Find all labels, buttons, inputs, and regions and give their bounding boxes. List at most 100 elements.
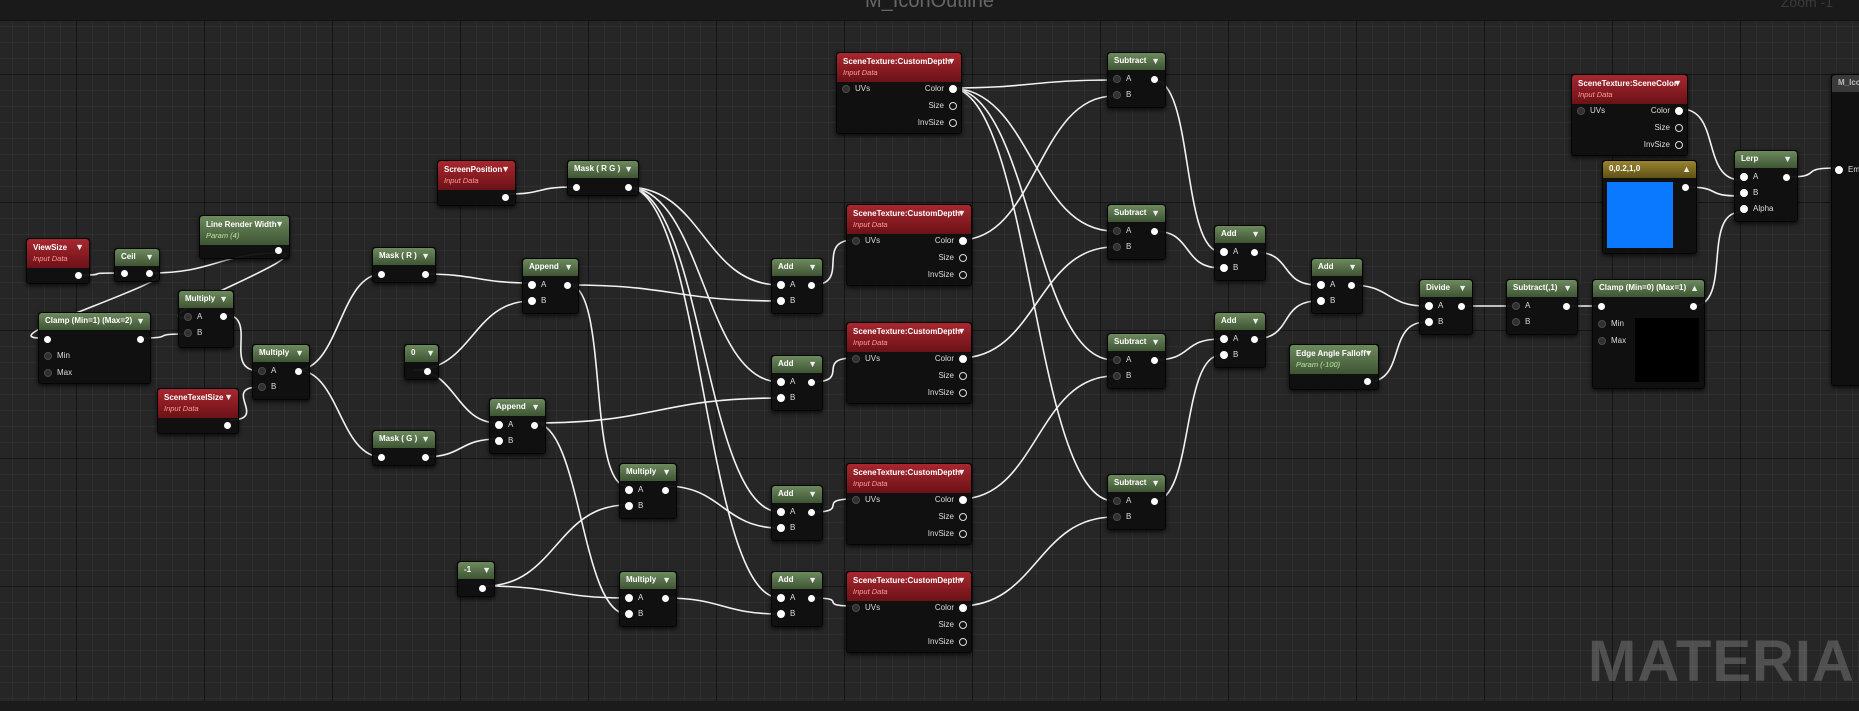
collapse-chevron-icon[interactable]: ▼ <box>564 262 573 272</box>
pin-a[interactable]: A <box>1739 172 1758 181</box>
lerp-node[interactable]: Lerp▼ A B Alpha <box>1734 150 1798 222</box>
collapse-chevron-icon[interactable]: ▼ <box>219 294 228 304</box>
pin-a[interactable]: A <box>1219 334 1238 343</box>
output-pin[interactable] <box>625 184 632 191</box>
pin-uvs[interactable]: UVs <box>851 603 880 612</box>
collapse-chevron-icon[interactable]: ▼ <box>957 326 966 336</box>
pin-color[interactable]: Color <box>935 354 968 363</box>
pin-a[interactable]: A <box>257 366 276 375</box>
pin-uvs[interactable]: UVs <box>851 236 880 245</box>
output-pin[interactable] <box>1690 303 1697 310</box>
constant-minus-one-node[interactable]: -1▼ <box>457 561 495 597</box>
output-pin[interactable] <box>479 585 486 592</box>
collapse-chevron-icon[interactable]: ▼ <box>957 575 966 585</box>
pin-color[interactable]: Color <box>935 603 968 612</box>
vector-constant-node[interactable]: 0,0.2,1,0▲ <box>1602 160 1697 254</box>
collapse-chevron-icon[interactable]: ▼ <box>1364 348 1373 358</box>
output-pin[interactable] <box>808 379 815 386</box>
collapse-chevron-icon[interactable]: ▲ <box>1690 283 1699 293</box>
pin-b[interactable]: B <box>624 609 643 618</box>
pin-b[interactable]: B <box>1112 512 1131 521</box>
output-pin[interactable] <box>295 368 302 375</box>
multiply-node[interactable]: Multiply▼ A B <box>178 290 234 348</box>
collapse-chevron-icon[interactable]: ▼ <box>1151 56 1160 66</box>
pin-a[interactable]: A <box>1219 247 1238 256</box>
subtract-constant-node[interactable]: Subtract(,1)▼ A B <box>1506 279 1578 335</box>
output-pin[interactable] <box>422 454 429 461</box>
add-node[interactable]: Add▼ A B <box>771 258 823 314</box>
collapse-chevron-icon[interactable]: ▼ <box>624 164 633 174</box>
pin-b[interactable]: B <box>1112 90 1131 99</box>
pin-b[interactable]: B <box>1511 317 1530 326</box>
pin-b[interactable]: B <box>183 328 202 337</box>
multiply-node[interactable]: Multiply▼ A B <box>619 571 677 627</box>
output-pin[interactable] <box>75 272 82 279</box>
collapse-chevron-icon[interactable]: ▼ <box>808 489 817 499</box>
mask-rg-node[interactable]: Mask ( R G )▼ <box>567 160 639 196</box>
pin-b[interactable]: B <box>257 382 276 391</box>
input-pin[interactable] <box>1598 303 1605 310</box>
pin-uvs[interactable]: UVs <box>841 84 870 93</box>
collapse-chevron-icon[interactable]: ▼ <box>145 252 154 262</box>
collapse-chevron-icon[interactable]: ▼ <box>947 56 956 66</box>
pin-min[interactable]: Min <box>1597 319 1624 328</box>
output-pin[interactable] <box>502 194 509 201</box>
pin-b[interactable]: B <box>1424 317 1443 326</box>
pin-a[interactable]: A <box>183 312 202 321</box>
material-result-node[interactable]: M_Ico Em <box>1831 74 1859 386</box>
add-node[interactable]: Add▼ A B <box>1214 312 1266 368</box>
pin-a[interactable]: A <box>1112 496 1131 505</box>
output-pin[interactable] <box>1151 228 1158 235</box>
collapse-chevron-icon[interactable]: ▼ <box>531 402 540 412</box>
pin-invsize[interactable]: InvSize <box>928 637 968 646</box>
collapse-chevron-icon[interactable]: ▼ <box>224 392 233 402</box>
pin-b[interactable]: B <box>776 393 795 402</box>
collapse-chevron-icon[interactable]: ▼ <box>1251 316 1260 326</box>
pin-a[interactable]: A <box>1424 301 1443 310</box>
output-pin[interactable] <box>224 422 231 429</box>
pin-color[interactable]: Color <box>925 84 958 93</box>
output-pin[interactable] <box>564 282 571 289</box>
output-pin[interactable] <box>808 282 815 289</box>
append-node[interactable]: Append▼ A B <box>489 398 546 454</box>
collapse-chevron-icon[interactable]: ▼ <box>1458 283 1467 293</box>
input-pin[interactable] <box>378 454 385 461</box>
output-pin[interactable] <box>1563 303 1570 310</box>
pin-b[interactable]: B <box>776 296 795 305</box>
output-pin[interactable] <box>1251 336 1258 343</box>
collapse-chevron-icon[interactable]: ▼ <box>662 575 671 585</box>
pin-max[interactable]: Max <box>1597 336 1626 345</box>
collapse-chevron-icon[interactable]: ▼ <box>421 251 430 261</box>
collapse-chevron-icon[interactable]: ▼ <box>426 348 435 358</box>
pin-b[interactable]: B <box>1219 263 1238 272</box>
pin-b[interactable]: B <box>527 296 546 305</box>
pin-a[interactable]: A <box>1112 355 1131 364</box>
collapse-chevron-icon[interactable]: ▼ <box>482 565 491 575</box>
pin-size[interactable]: Size <box>928 101 958 110</box>
output-pin[interactable] <box>662 595 669 602</box>
pin-a[interactable]: A <box>624 485 643 494</box>
subtract-node[interactable]: Subtract▼ A B <box>1107 474 1166 530</box>
collapse-chevron-icon[interactable]: ▼ <box>808 262 817 272</box>
mask-g-node[interactable]: Mask ( G )▼ <box>372 430 436 466</box>
pin-a[interactable]: A <box>624 593 643 602</box>
constant-zero-node[interactable]: 0▼ <box>404 344 439 380</box>
subtract-node[interactable]: Subtract▼ A B <box>1107 52 1166 108</box>
output-pin[interactable] <box>531 422 538 429</box>
pin-uvs[interactable]: UVs <box>851 495 880 504</box>
collapse-chevron-icon[interactable]: ▲ <box>1682 164 1691 174</box>
collapse-chevron-icon[interactable]: ▼ <box>957 208 966 218</box>
output-pin[interactable] <box>662 487 669 494</box>
multiply-node[interactable]: Multiply▼ A B <box>252 344 310 400</box>
output-pin[interactable] <box>1458 303 1465 310</box>
pin-color[interactable]: Color <box>935 495 968 504</box>
pin-size[interactable]: Size <box>938 253 968 262</box>
collapse-chevron-icon[interactable]: ▼ <box>1151 208 1160 218</box>
